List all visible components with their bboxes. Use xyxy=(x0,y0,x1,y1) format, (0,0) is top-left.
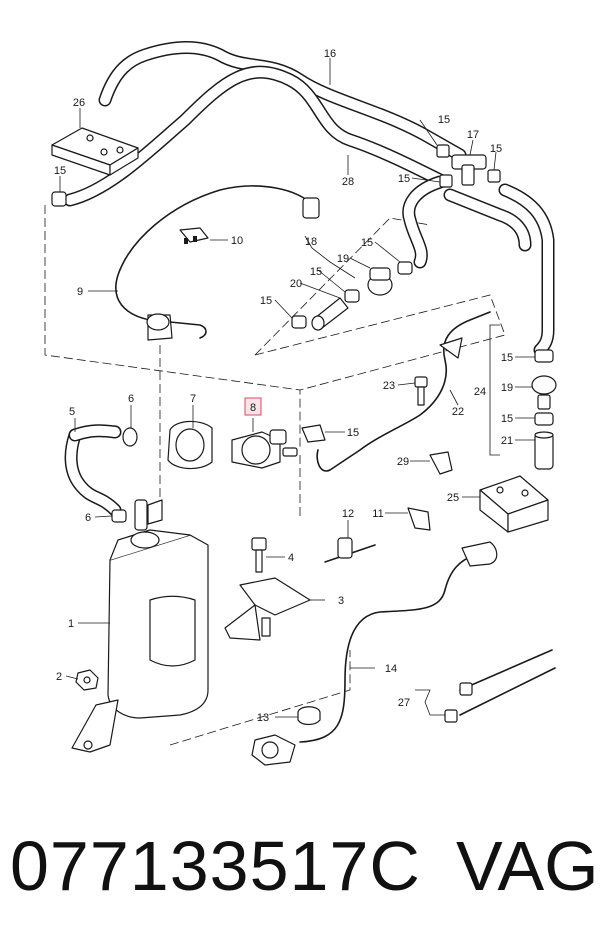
callout-11: 11 xyxy=(372,508,383,520)
hose-18 xyxy=(402,175,447,269)
callout-3: 3 xyxy=(338,595,344,607)
callout-4: 4 xyxy=(288,552,294,564)
callout-25: 25 xyxy=(447,492,459,504)
callout-17: 17 xyxy=(467,129,479,141)
line-14 xyxy=(251,541,498,766)
callout-13: 13 xyxy=(257,712,269,724)
clamp-6 xyxy=(111,427,138,523)
tie-12 xyxy=(324,537,376,563)
callout-15: 15 xyxy=(501,352,513,364)
callout-6: 6 xyxy=(128,393,134,405)
valve-column-24 xyxy=(531,349,557,470)
clip-11 xyxy=(407,507,431,531)
callout-15: 15 xyxy=(501,413,513,425)
callout-21: 21 xyxy=(501,435,513,447)
brand-name: VAG xyxy=(456,827,599,905)
callout-14: 14 xyxy=(385,663,397,675)
hose-28 xyxy=(63,65,447,207)
tee-piece-17 xyxy=(436,144,501,188)
bracket-26 xyxy=(51,127,139,176)
clip-29 xyxy=(429,451,453,475)
valve-8 xyxy=(231,429,298,469)
nut-2 xyxy=(75,669,99,691)
callout-15: 15 xyxy=(310,266,322,278)
callout-labels: 16 26 15 17 15 15 15 28 10 18 15 19 15 2… xyxy=(54,48,513,724)
evap-system-diagram: 16 26 15 17 15 15 15 28 10 18 15 19 15 2… xyxy=(44,41,557,766)
charcoal-canister-1 xyxy=(107,499,209,719)
callout-15: 15 xyxy=(490,143,502,155)
hose-5 xyxy=(64,424,122,517)
clamp-15-left xyxy=(51,191,67,207)
canister-bracket xyxy=(71,699,119,753)
bracket-7 xyxy=(167,420,213,470)
callout-6: 6 xyxy=(85,512,91,524)
callout-19: 19 xyxy=(337,253,349,265)
callout-8-highlight xyxy=(244,397,262,416)
bolt-4 xyxy=(251,537,267,573)
callout-1: 1 xyxy=(68,618,74,630)
bolt-23 xyxy=(414,376,428,406)
callout-29: 29 xyxy=(397,456,409,468)
clamp-13 xyxy=(297,706,321,726)
callout-15: 15 xyxy=(438,114,450,126)
callout-12: 12 xyxy=(342,508,354,520)
line-22 xyxy=(301,311,491,472)
sensor-10 xyxy=(179,227,209,244)
callout-20: 20 xyxy=(290,278,302,290)
line-9 xyxy=(115,185,320,341)
callout-15: 15 xyxy=(260,295,272,307)
callout-15: 15 xyxy=(398,173,410,185)
callout-16: 16 xyxy=(324,48,336,60)
dashed-outlines xyxy=(44,205,506,746)
hose-16 xyxy=(98,41,467,162)
callout-2: 2 xyxy=(56,671,62,683)
callout-19: 19 xyxy=(501,382,513,394)
leader-lines xyxy=(59,58,535,718)
callout-27: 27 xyxy=(398,697,410,709)
callout-28: 28 xyxy=(342,176,354,188)
callout-9: 9 xyxy=(77,286,83,298)
callout-18: 18 xyxy=(305,236,317,248)
callout-15: 15 xyxy=(347,427,359,439)
hose-right xyxy=(443,183,555,357)
callout-23: 23 xyxy=(383,380,395,392)
callout-26: 26 xyxy=(73,97,85,109)
callout-24: 24 xyxy=(474,386,486,398)
callout-15: 15 xyxy=(54,165,66,177)
callout-7: 7 xyxy=(190,393,196,405)
part-number: 077133517C xyxy=(10,827,421,905)
callout-22: 22 xyxy=(452,406,464,418)
callout-10: 10 xyxy=(231,235,243,247)
callout-5: 5 xyxy=(69,406,75,418)
bracket-3 xyxy=(224,577,311,641)
cable-ties-27 xyxy=(444,649,556,723)
callout-8: 8 xyxy=(250,402,256,414)
callout-15: 15 xyxy=(361,237,373,249)
block-25 xyxy=(479,475,549,533)
bracket-24-lead xyxy=(489,324,500,456)
valve-group-18 xyxy=(291,261,413,331)
